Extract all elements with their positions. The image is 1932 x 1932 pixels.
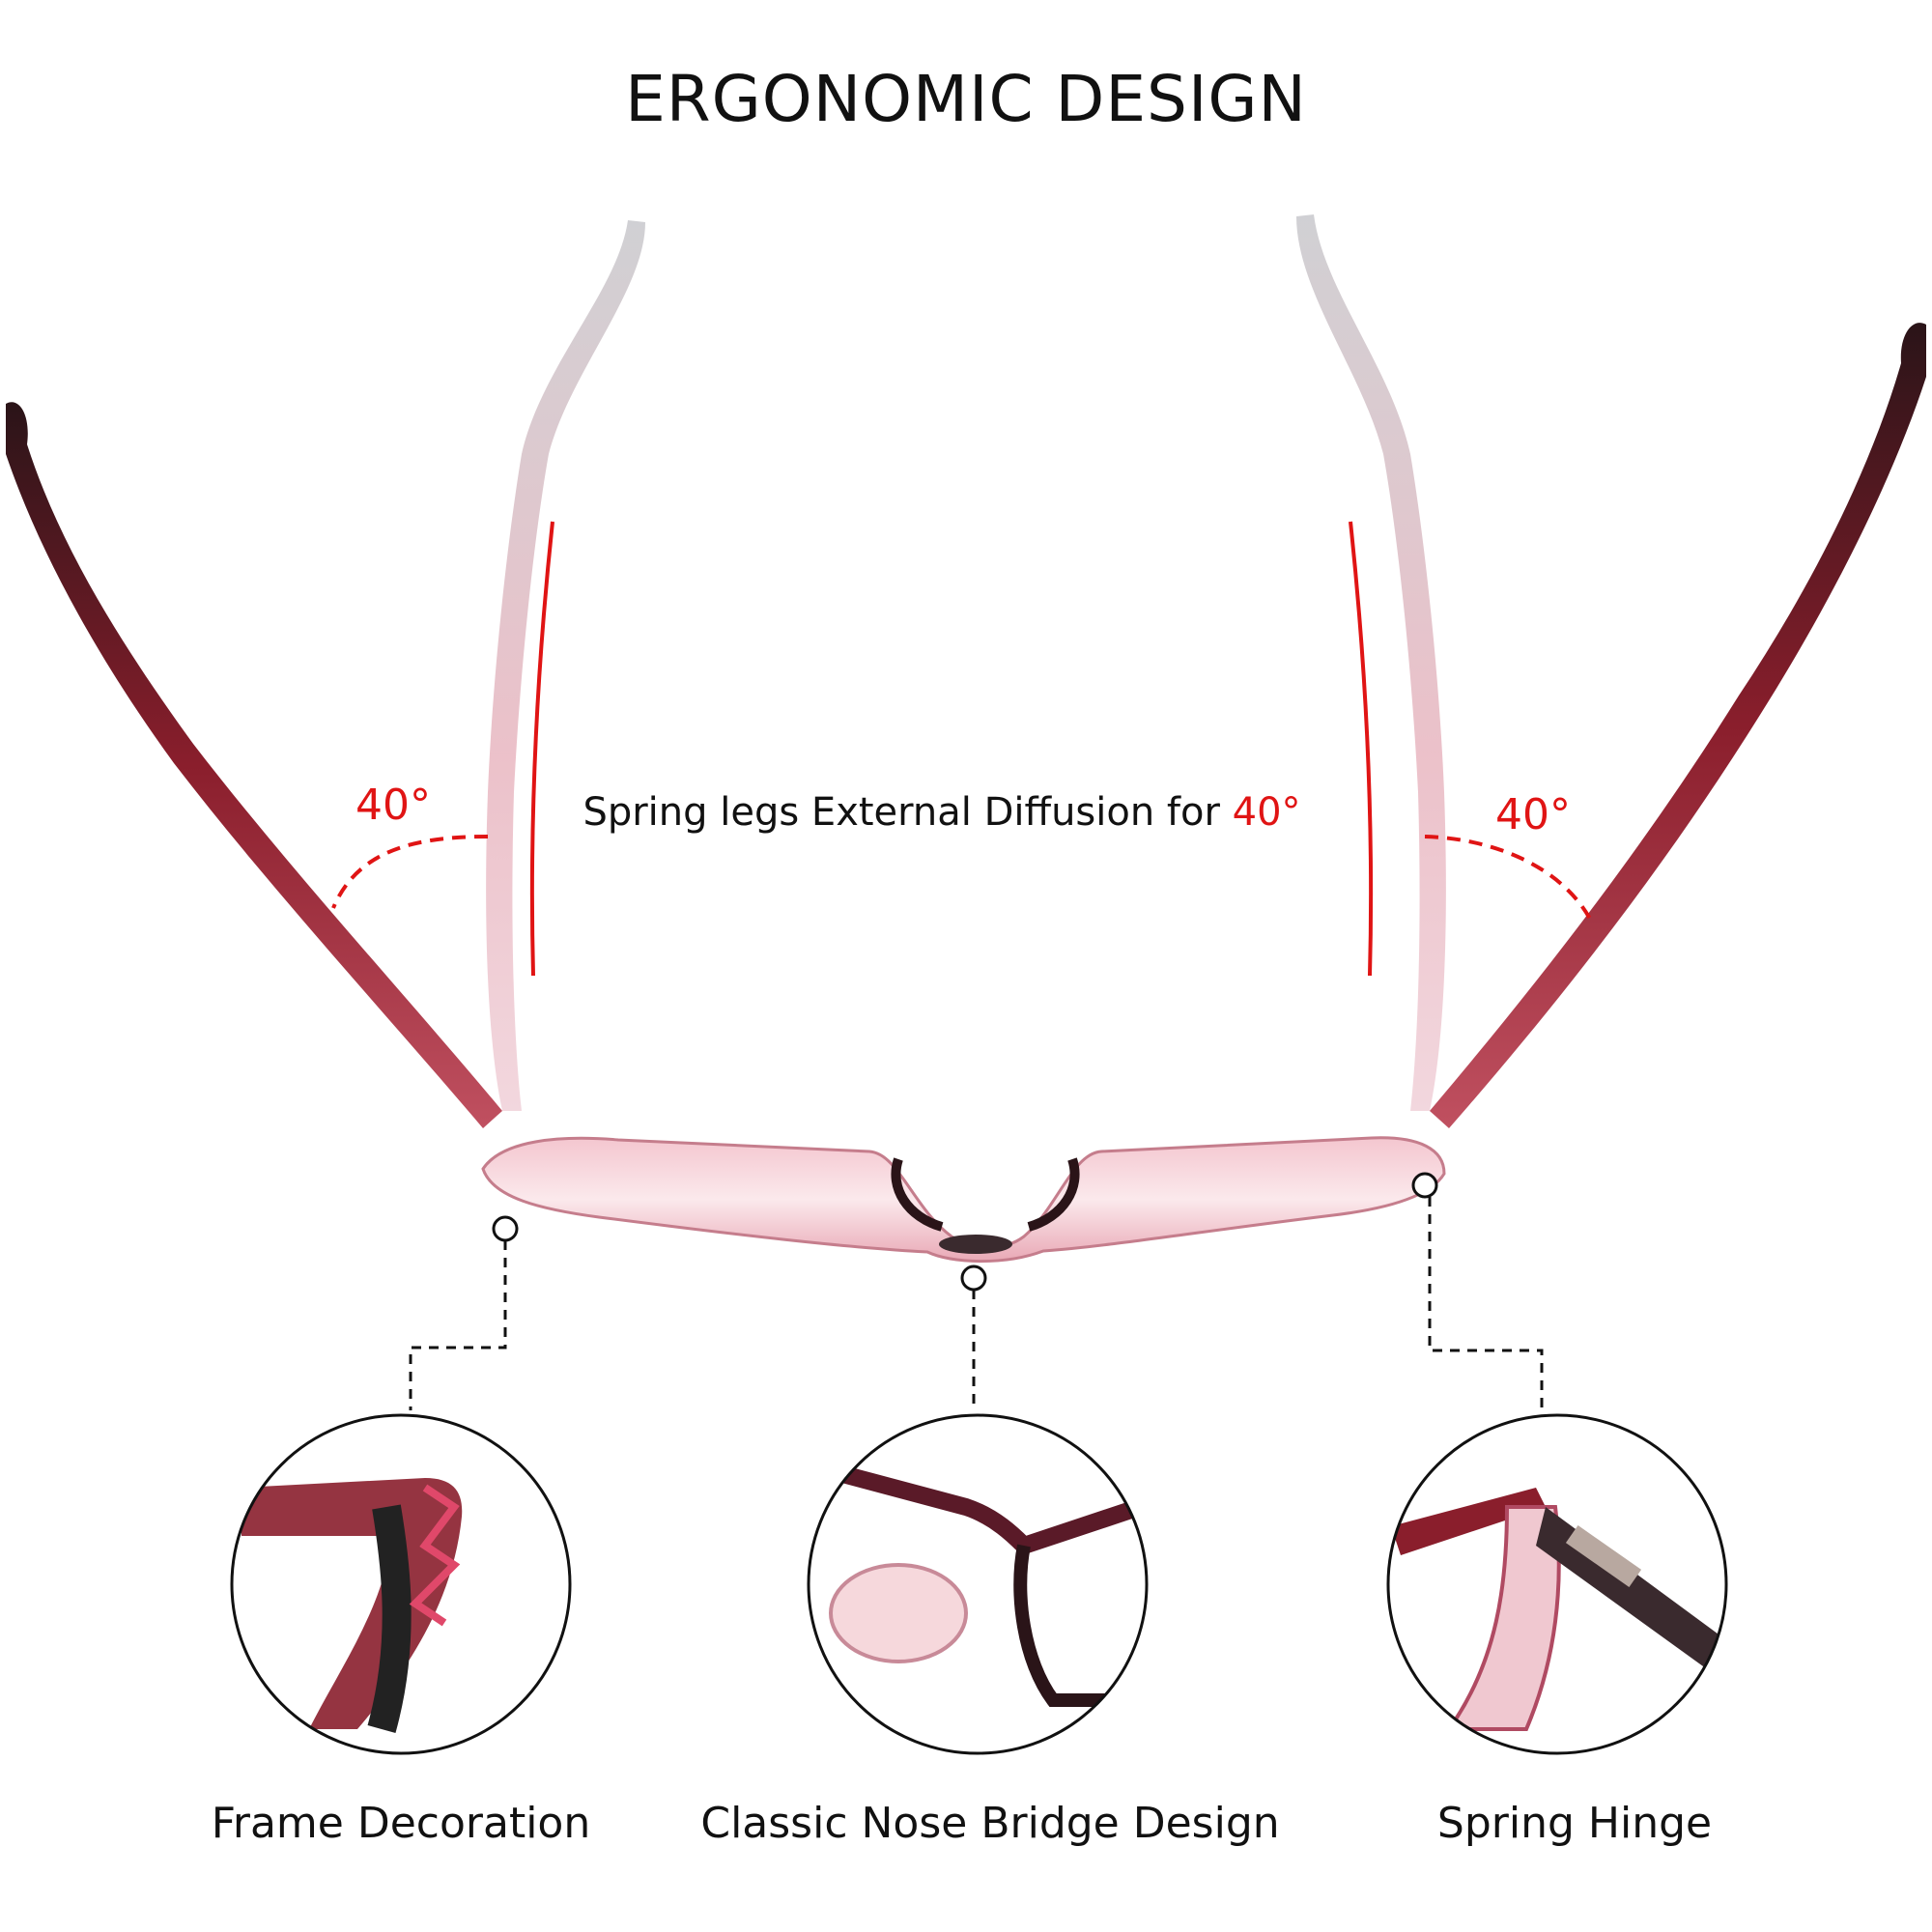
page-title: ERGONOMIC DESIGN	[625, 62, 1307, 136]
ghost-temple-left	[486, 220, 645, 1111]
center-caption: Spring legs External Diffusion for 40°	[0, 790, 1884, 835]
center-caption-highlight: 40°	[1232, 790, 1301, 835]
spring-hinge-closeup	[1386, 1413, 1728, 1755]
temple-right	[1430, 323, 1926, 1129]
callout-frame-decoration	[409, 1215, 519, 1410]
glasses-frame	[481, 1136, 1446, 1264]
angle-arc-right	[1424, 835, 1594, 923]
feature-label-spring-hinge: Spring Hinge	[1436, 1799, 1713, 1848]
angle-label-left: 40°	[355, 781, 431, 830]
feature-label-frame-decoration: Frame Decoration	[211, 1799, 591, 1848]
center-caption-text: Spring legs External Diffusion for	[582, 790, 1233, 835]
guide-line-right	[1349, 521, 1374, 977]
temple-left	[6, 402, 502, 1128]
guide-line-left	[529, 521, 554, 977]
ghost-temple-right	[1296, 214, 1446, 1111]
frame-decoration-closeup	[230, 1413, 572, 1755]
feature-label-nose-bridge: Classic Nose Bridge Design	[700, 1799, 1280, 1848]
angle-label-right: 40°	[1495, 790, 1571, 839]
angle-arc-left	[331, 835, 489, 909]
callout-spring-hinge	[1411, 1172, 1544, 1410]
nose-bridge-closeup	[807, 1413, 1149, 1755]
callout-nose-bridge	[960, 1264, 987, 1410]
